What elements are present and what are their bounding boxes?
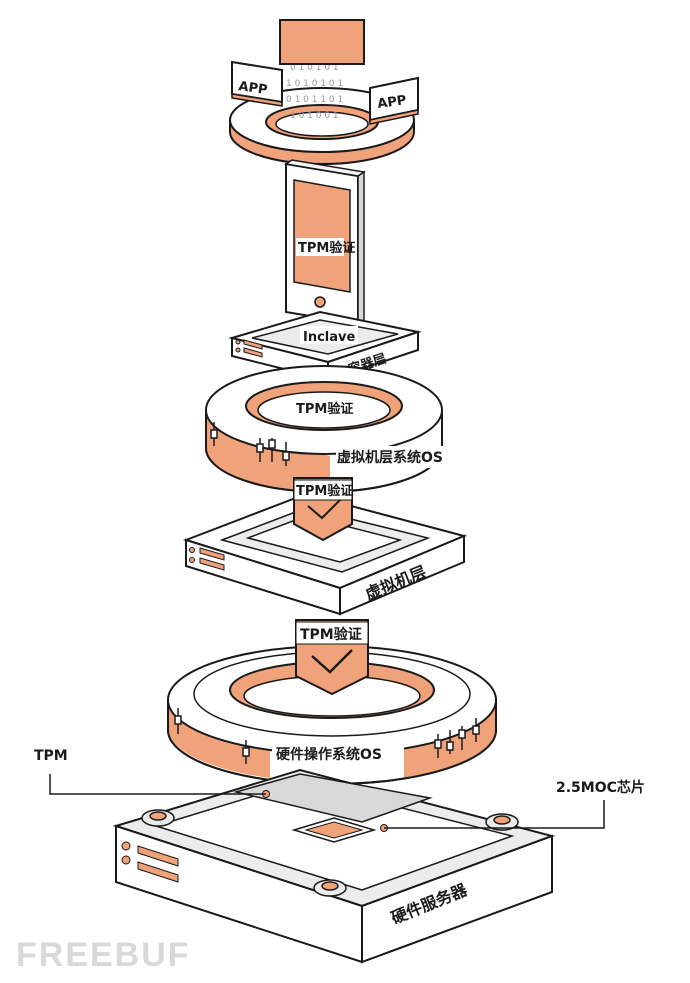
- watermark: FREEBUF: [16, 936, 191, 974]
- phone-device: TPM验证: [284, 159, 366, 326]
- app-layer: 0 1 0 1 0 1 1 0 1 0 1 0 1 0 1 0 1 1 0 1 …: [229, 19, 419, 165]
- callout-tpm-label: TPM: [34, 748, 68, 764]
- vm-tpm-badge: TPM验证: [293, 477, 353, 542]
- hw-os-badge-label: TPM验证: [300, 626, 362, 643]
- vm-badge-label: TPM验证: [296, 483, 353, 499]
- callout-chip: 2.5MOC芯片: [384, 779, 645, 829]
- callout-tpm: TPM: [34, 748, 266, 795]
- phone-screen: [293, 179, 351, 293]
- app-screen: [279, 19, 365, 65]
- binary-stream: 0 1 0 1 0 1 1 0 1 0 1 0 1 0 1 0 1 1 0 1 …: [286, 63, 343, 121]
- hw-os-sliders: [174, 708, 480, 764]
- tpm-plate: [233, 773, 433, 823]
- moc-chip: [291, 817, 377, 843]
- vm-os-layer: TPM验证 虚拟机层系统OS: [205, 365, 444, 493]
- check-icon: [311, 649, 353, 674]
- hw-os-tpm-badge: TPM验证: [295, 619, 369, 696]
- check-icon: [307, 499, 341, 520]
- server-layer: 硬件服务器: [112, 768, 556, 964]
- svg-text:0 1 0 1 0 1: 0 1 0 1 0 1: [290, 63, 339, 73]
- hw-os-layer: 硬件操作系统OS TPM验证: [167, 619, 497, 785]
- callout-chip-label: 2.5MOC芯片: [556, 779, 645, 796]
- svg-text:1 0 1 0 1 0 1: 1 0 1 0 1 0 1: [286, 79, 343, 89]
- vm-layer: 虚拟机层 TPM验证: [182, 477, 468, 616]
- container-title: Inclave: [303, 330, 356, 345]
- app-label-left: APP: [237, 79, 268, 98]
- hw-os-label: 硬件操作系统OS: [276, 746, 382, 763]
- app-label-right: APP: [376, 93, 407, 112]
- svg-text:0 1 0 1 1 0 1: 0 1 0 1 1 0 1: [286, 95, 343, 105]
- svg-text:1 0 1 0 0 1: 1 0 1 0 0 1: [290, 111, 339, 121]
- vm-os-label: 虚拟机层系统OS: [337, 449, 443, 466]
- server-posts: [141, 809, 519, 897]
- app-card-right: APP: [369, 76, 419, 125]
- phone-tpm-label: TPM验证: [298, 240, 355, 256]
- phone-home-button: [314, 296, 326, 308]
- vm-os-sliders: [210, 422, 290, 466]
- app-card-left: APP: [231, 60, 283, 107]
- vm-os-inner-label: TPM验证: [296, 401, 353, 417]
